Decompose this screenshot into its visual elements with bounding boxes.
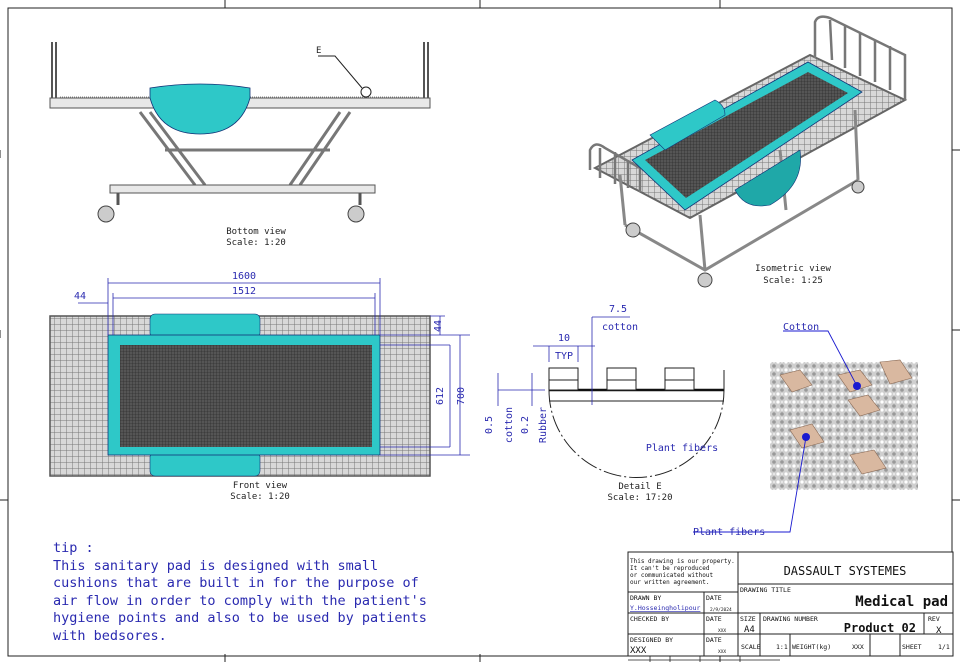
checked-date: XXX bbox=[718, 628, 726, 634]
callout-e: E bbox=[316, 46, 321, 56]
drawn-date-label: DATE bbox=[706, 594, 722, 602]
tip-line: This sanitary pad is designed with small bbox=[53, 557, 379, 574]
designed-by-label: DESIGNED BY bbox=[630, 636, 673, 644]
tip-note: tip :This sanitary pad is designed with … bbox=[53, 540, 427, 645]
size-value: A4 bbox=[744, 625, 755, 635]
weight-label: WEIGHT(kg) bbox=[792, 643, 831, 651]
front-view-title: Front view bbox=[233, 481, 288, 491]
notice-line-3: or communicated without bbox=[630, 572, 713, 579]
rev-value: X bbox=[936, 626, 942, 636]
notice-line-4: our written agreement. bbox=[630, 579, 709, 586]
drawn-date: 2/9/2024 bbox=[710, 607, 732, 613]
bottom-view-scale: Scale: 1:20 bbox=[226, 238, 286, 248]
size-label: SIZE bbox=[740, 615, 756, 623]
dim-44-top: 44 bbox=[433, 320, 444, 332]
tip-line: air flow in order to comply with the pat… bbox=[53, 592, 427, 609]
sheet-value: 1/1 bbox=[938, 643, 950, 651]
plant-fibers-label: Plant fibers bbox=[646, 443, 718, 454]
drawing-title: Medical pad bbox=[855, 594, 948, 610]
tip-heading: tip : bbox=[53, 540, 94, 556]
designed-date-label: DATE bbox=[706, 636, 722, 644]
isometric-view-title: Isometric view bbox=[755, 264, 831, 274]
weight-value: XXX bbox=[852, 643, 864, 651]
dim-0-5: 0.5 bbox=[484, 416, 495, 434]
notice-line-1: This drawing is our property. bbox=[630, 558, 735, 565]
dim-10: 10 bbox=[558, 333, 570, 344]
dim-1512: 1512 bbox=[232, 286, 256, 297]
front-view-scale: Scale: 1:20 bbox=[230, 492, 290, 502]
detail-e-scale: Scale: 17:20 bbox=[607, 493, 672, 503]
dim-700: 700 bbox=[456, 387, 467, 405]
checked-date-label: DATE bbox=[706, 615, 722, 623]
tip-line: cushions that are built in for the purpo… bbox=[53, 575, 419, 591]
dim-7-5: 7.5 bbox=[609, 304, 627, 315]
designed-date: XXX bbox=[718, 649, 726, 655]
dim-44-left: 44 bbox=[74, 291, 86, 302]
company-name: DASSAULT SYSTEMES bbox=[784, 564, 907, 578]
drawing-number: Product 02 bbox=[844, 621, 916, 635]
checked-by-label: CHECKED BY bbox=[630, 615, 669, 623]
rev-label: REV bbox=[928, 615, 940, 623]
scale-value: 1:1 bbox=[776, 643, 788, 651]
isometric-view: Isometric view Scale: 1:25 bbox=[588, 15, 908, 288]
detail-e-title: Detail E bbox=[618, 482, 661, 492]
dim-typ: TYP bbox=[555, 351, 573, 362]
front-view: 1600 1512 44 44 612 700 Front view Scale… bbox=[49, 271, 470, 502]
title-block: This drawing is our property. It can't b… bbox=[627, 551, 954, 662]
sheet-label: SHEET bbox=[902, 643, 922, 651]
notice-line-2: It can't be reproduced bbox=[630, 565, 710, 572]
dim-0-2: 0.2 bbox=[520, 416, 531, 434]
tip-line: with bedsores. bbox=[53, 627, 167, 644]
photo-cotton-label: Cotton bbox=[783, 322, 819, 333]
dim-7-5-label: cotton bbox=[602, 322, 638, 333]
bottom-view: E Bottom view Scale: 1:20 bbox=[49, 42, 431, 248]
photo-plant-fibers-label: Plant fibers bbox=[693, 527, 765, 538]
isometric-view-scale: Scale: 1:25 bbox=[763, 276, 823, 286]
dim-612: 612 bbox=[435, 387, 446, 405]
drawn-by-label: DRAWN BY bbox=[630, 594, 661, 602]
dim-rubber-label: Rubber bbox=[538, 407, 549, 443]
drawing-number-label: DRAWING NUMBER bbox=[763, 615, 818, 623]
pad-cushion bbox=[149, 83, 251, 135]
scale-label: SCALE bbox=[741, 643, 761, 651]
material-photo: Cotton Plant fibers bbox=[693, 322, 918, 538]
dim-0-5-label: cotton bbox=[504, 407, 515, 443]
drawn-by-name[interactable]: Y.Hosseingholipour bbox=[630, 604, 701, 612]
dim-1600: 1600 bbox=[232, 271, 256, 282]
tip-line: hygiene points and also to be used by pa… bbox=[53, 610, 427, 626]
drawing-title-label: DRAWING TITLE bbox=[740, 586, 791, 594]
bottom-view-title: Bottom view bbox=[226, 227, 286, 237]
designed-by: XXX bbox=[630, 646, 647, 656]
detail-e: 7.5 cotton 10 TYP 0.5 cotton 0.2 Rubber … bbox=[484, 304, 725, 503]
